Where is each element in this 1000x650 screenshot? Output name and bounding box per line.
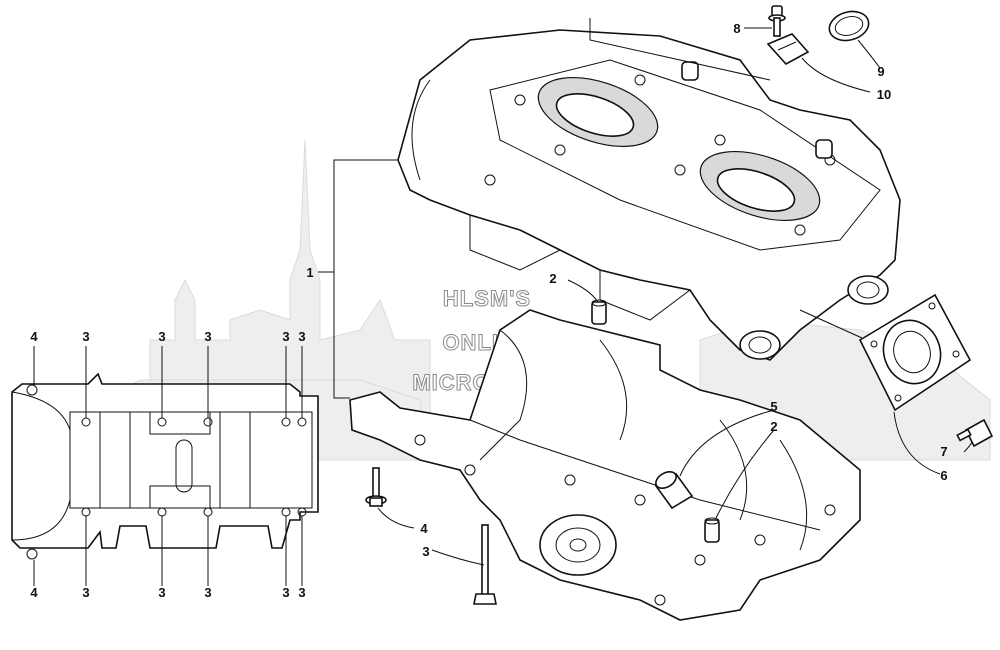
label-3-bottom-1: 3 xyxy=(82,585,89,600)
dowel-pin-lower xyxy=(704,517,720,543)
label-3-top-3: 3 xyxy=(204,329,211,344)
label-3-bottom-2: 3 xyxy=(158,585,165,600)
callout-4: 4 xyxy=(420,521,428,536)
hose-clamp xyxy=(828,10,870,42)
label-3-top-4: 3 xyxy=(282,329,289,344)
pattern-leaders xyxy=(33,346,303,586)
callout-labels: 1 2 2 5 3 4 6 7 8 9 10 xyxy=(306,21,947,559)
plate-bolt xyxy=(956,418,994,448)
watermark-line-1: HLSM'S xyxy=(443,286,531,311)
crankcase-bolt-pattern-view xyxy=(11,372,319,560)
label-4-top: 4 xyxy=(30,329,38,344)
bracket xyxy=(766,33,810,66)
top-bolt xyxy=(768,5,786,37)
callout-3: 3 xyxy=(422,544,429,559)
label-3-bottom-5: 3 xyxy=(298,585,305,600)
label-3-bottom-3: 3 xyxy=(204,585,211,600)
dowel-pin-upper xyxy=(591,299,607,325)
lower-crankcase xyxy=(349,309,861,621)
callout-2-upper: 2 xyxy=(549,271,556,286)
label-4-bottom: 4 xyxy=(30,585,38,600)
callout-9: 9 xyxy=(877,64,884,79)
label-3-bottom-4: 3 xyxy=(282,585,289,600)
bolt-washer xyxy=(365,467,387,507)
label-3-top-1: 3 xyxy=(82,329,89,344)
callout-5: 5 xyxy=(770,399,777,414)
callout-8: 8 xyxy=(733,21,740,36)
callout-10: 10 xyxy=(877,87,891,102)
callout-1: 1 xyxy=(306,265,313,280)
callout-6: 6 xyxy=(940,468,947,483)
pattern-labels: 4 4 3 3 3 3 3 3 3 3 3 3 xyxy=(30,329,305,600)
bushing xyxy=(654,471,694,510)
long-bolt xyxy=(473,524,497,605)
label-3-top-2: 3 xyxy=(158,329,165,344)
seal-plate xyxy=(858,293,972,412)
upper-crankcase xyxy=(397,29,901,361)
leader-lines xyxy=(318,18,973,566)
callout-7: 7 xyxy=(940,444,947,459)
label-3-top-5: 3 xyxy=(298,329,305,344)
callout-2-lower: 2 xyxy=(770,419,777,434)
